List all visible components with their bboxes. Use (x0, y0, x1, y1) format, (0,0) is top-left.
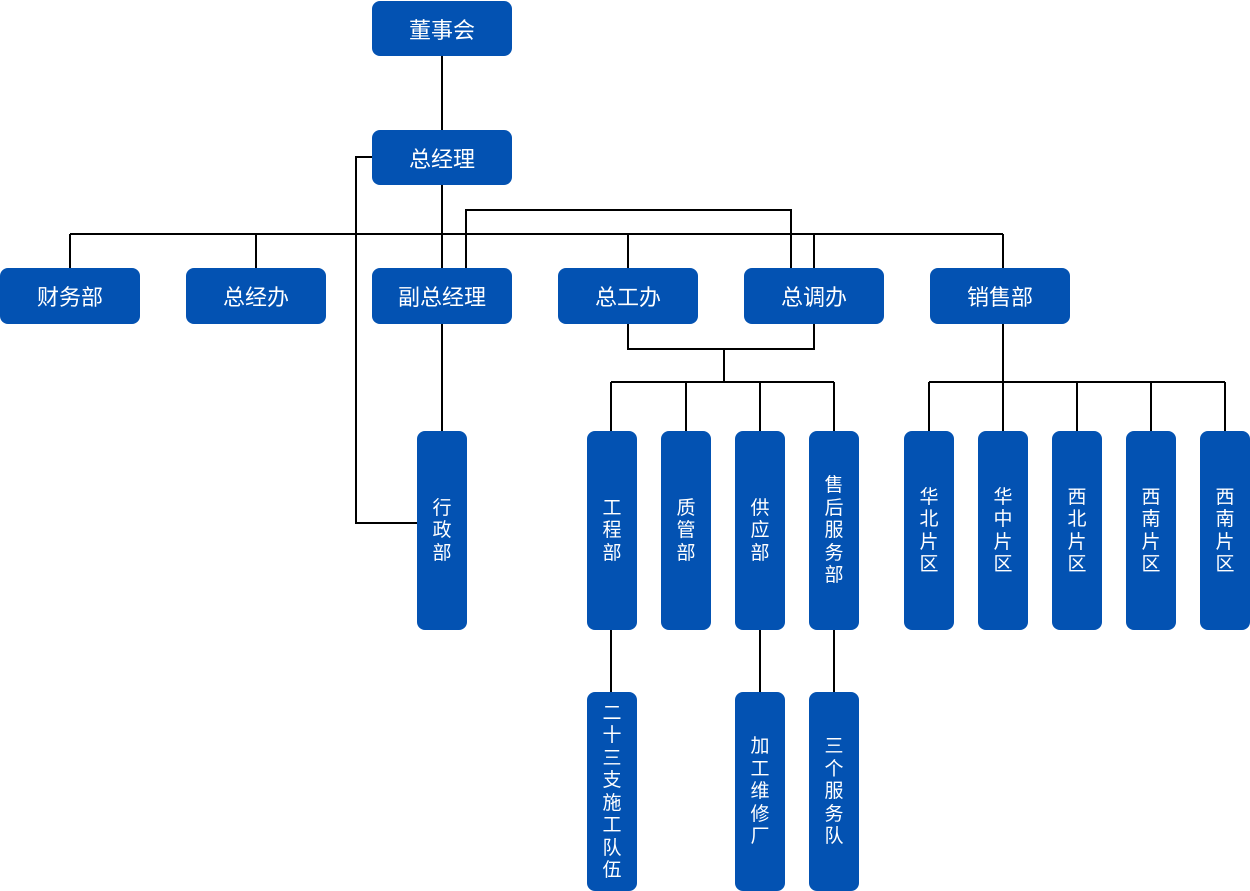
node-construction-teams: 二十三支施工队伍 (587, 692, 637, 891)
node-northwest: 西北片区 (1052, 431, 1102, 630)
node-southwest-1: 西南片区 (1126, 431, 1176, 630)
node-service-teams: 三个服务队 (809, 692, 859, 891)
node-southwest-1-label: 西南片区 (1141, 485, 1161, 576)
node-quality: 质管部 (661, 431, 711, 630)
node-northwest-label: 西北片区 (1067, 485, 1087, 576)
node-construction-teams-label: 二十三支施工队伍 (602, 701, 622, 882)
node-finance: 财务部 (0, 268, 140, 324)
node-engineering-label: 工程部 (602, 496, 622, 564)
node-service-teams-label: 三个服务队 (824, 735, 844, 848)
node-southwest-2-label: 西南片区 (1215, 485, 1235, 576)
node-sales: 销售部 (930, 268, 1070, 324)
node-general-manager: 总经理 (372, 130, 512, 185)
line-office-merge (627, 323, 815, 350)
line-deputy-dispatch-bracket (465, 209, 792, 269)
node-central-china-label: 华中片区 (993, 485, 1013, 576)
node-central-china: 华中片区 (978, 431, 1028, 630)
node-supply-label: 供应部 (750, 496, 770, 564)
line-gm-admin (355, 156, 418, 524)
node-engineering: 工程部 (587, 431, 637, 630)
node-north-china-label: 华北片区 (919, 485, 939, 576)
node-southwest-2: 西南片区 (1200, 431, 1250, 630)
node-dispatch-office: 总调办 (744, 268, 884, 324)
node-north-china: 华北片区 (904, 431, 954, 630)
node-gm-office: 总经办 (186, 268, 326, 324)
node-admin-label: 行政部 (432, 496, 452, 564)
node-deputy-gm: 副总经理 (372, 268, 512, 324)
node-after-sales-label: 售后服务部 (824, 474, 844, 587)
node-processing-plant: 加工维修厂 (735, 692, 785, 891)
node-supply: 供应部 (735, 431, 785, 630)
node-quality-label: 质管部 (676, 496, 696, 564)
node-processing-plant-label: 加工维修厂 (750, 735, 770, 848)
node-chief-engineer-office: 总工办 (558, 268, 698, 324)
node-admin: 行政部 (417, 431, 467, 630)
node-board: 董事会 (372, 1, 512, 56)
node-after-sales: 售后服务部 (809, 431, 859, 630)
